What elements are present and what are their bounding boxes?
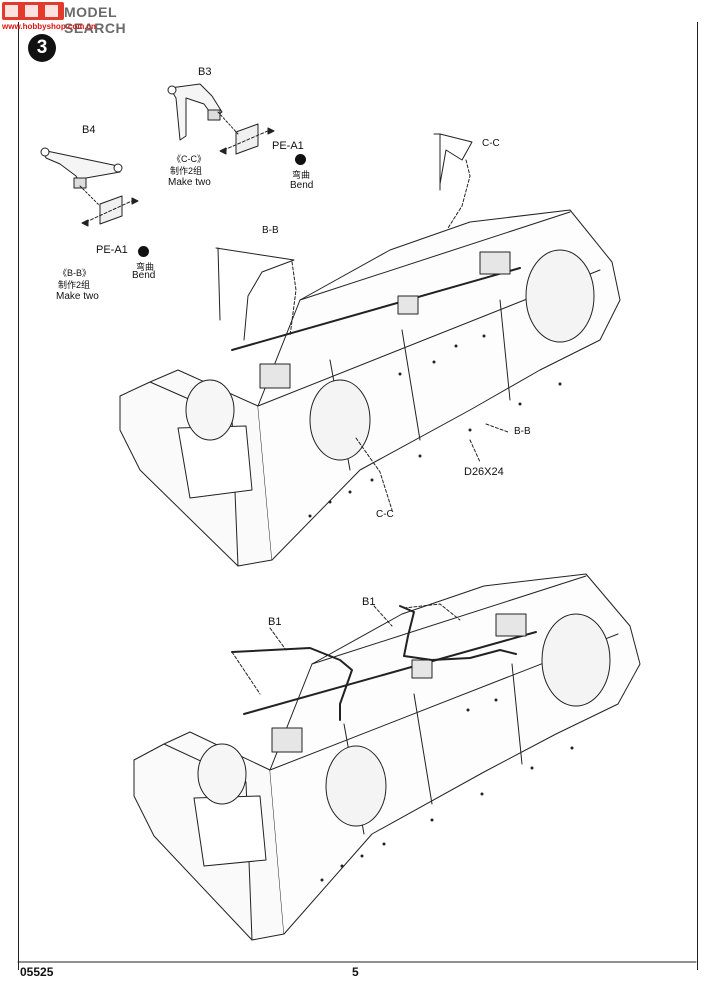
note-bb-group: 《B-B》	[58, 268, 92, 278]
label-bb-top: B-B	[262, 225, 279, 236]
note-bend-en-right: Bend	[290, 180, 314, 191]
top-chassis-drawing	[119, 133, 621, 567]
note-bend-cn-right: 弯曲	[292, 170, 311, 180]
watermark-text: MODEL SEARCH	[64, 4, 127, 36]
footer-page-number: 5	[352, 965, 359, 979]
label-pe-a1-right: PE-A1	[272, 140, 304, 152]
note-cc-make-en: Make two	[168, 177, 211, 188]
watermark-url: www.hobbyshop.com.cn	[2, 22, 96, 31]
note-bend-cn-left: 弯曲	[136, 262, 155, 272]
part-b3-drawing	[167, 83, 275, 155]
label-d26x24: D26X24	[464, 466, 504, 478]
label-b4: B4	[82, 124, 96, 136]
note-bb-make-cn: 制作2组	[58, 280, 91, 290]
label-pe-a1-left: PE-A1	[96, 244, 128, 256]
bend-icon	[138, 246, 149, 257]
note-cc-group: 《C-C》	[172, 154, 206, 164]
bottom-chassis-drawing	[133, 573, 641, 941]
step-badge: 3	[28, 34, 56, 62]
label-b1-left: B1	[268, 616, 282, 628]
note-cc-make-cn: 制作2组	[170, 166, 203, 176]
bend-icon	[295, 154, 306, 165]
watermark: MODEL SEARCH www.hobbyshop.com.cn	[0, 0, 160, 36]
footer-product-code: 05525	[20, 965, 54, 979]
note-bend-en-left: Bend	[132, 270, 156, 281]
page-frame	[18, 22, 698, 970]
label-cc-bottom: C-C	[376, 509, 394, 520]
label-cc-top: C-C	[482, 138, 500, 149]
label-b1-right: B1	[362, 596, 376, 608]
label-b3: B3	[198, 66, 212, 78]
watermark-logo-icon	[2, 2, 64, 20]
part-b4-drawing	[40, 147, 139, 227]
note-bb-make-en: Make two	[56, 291, 99, 302]
label-bb-side: B-B	[514, 426, 531, 437]
